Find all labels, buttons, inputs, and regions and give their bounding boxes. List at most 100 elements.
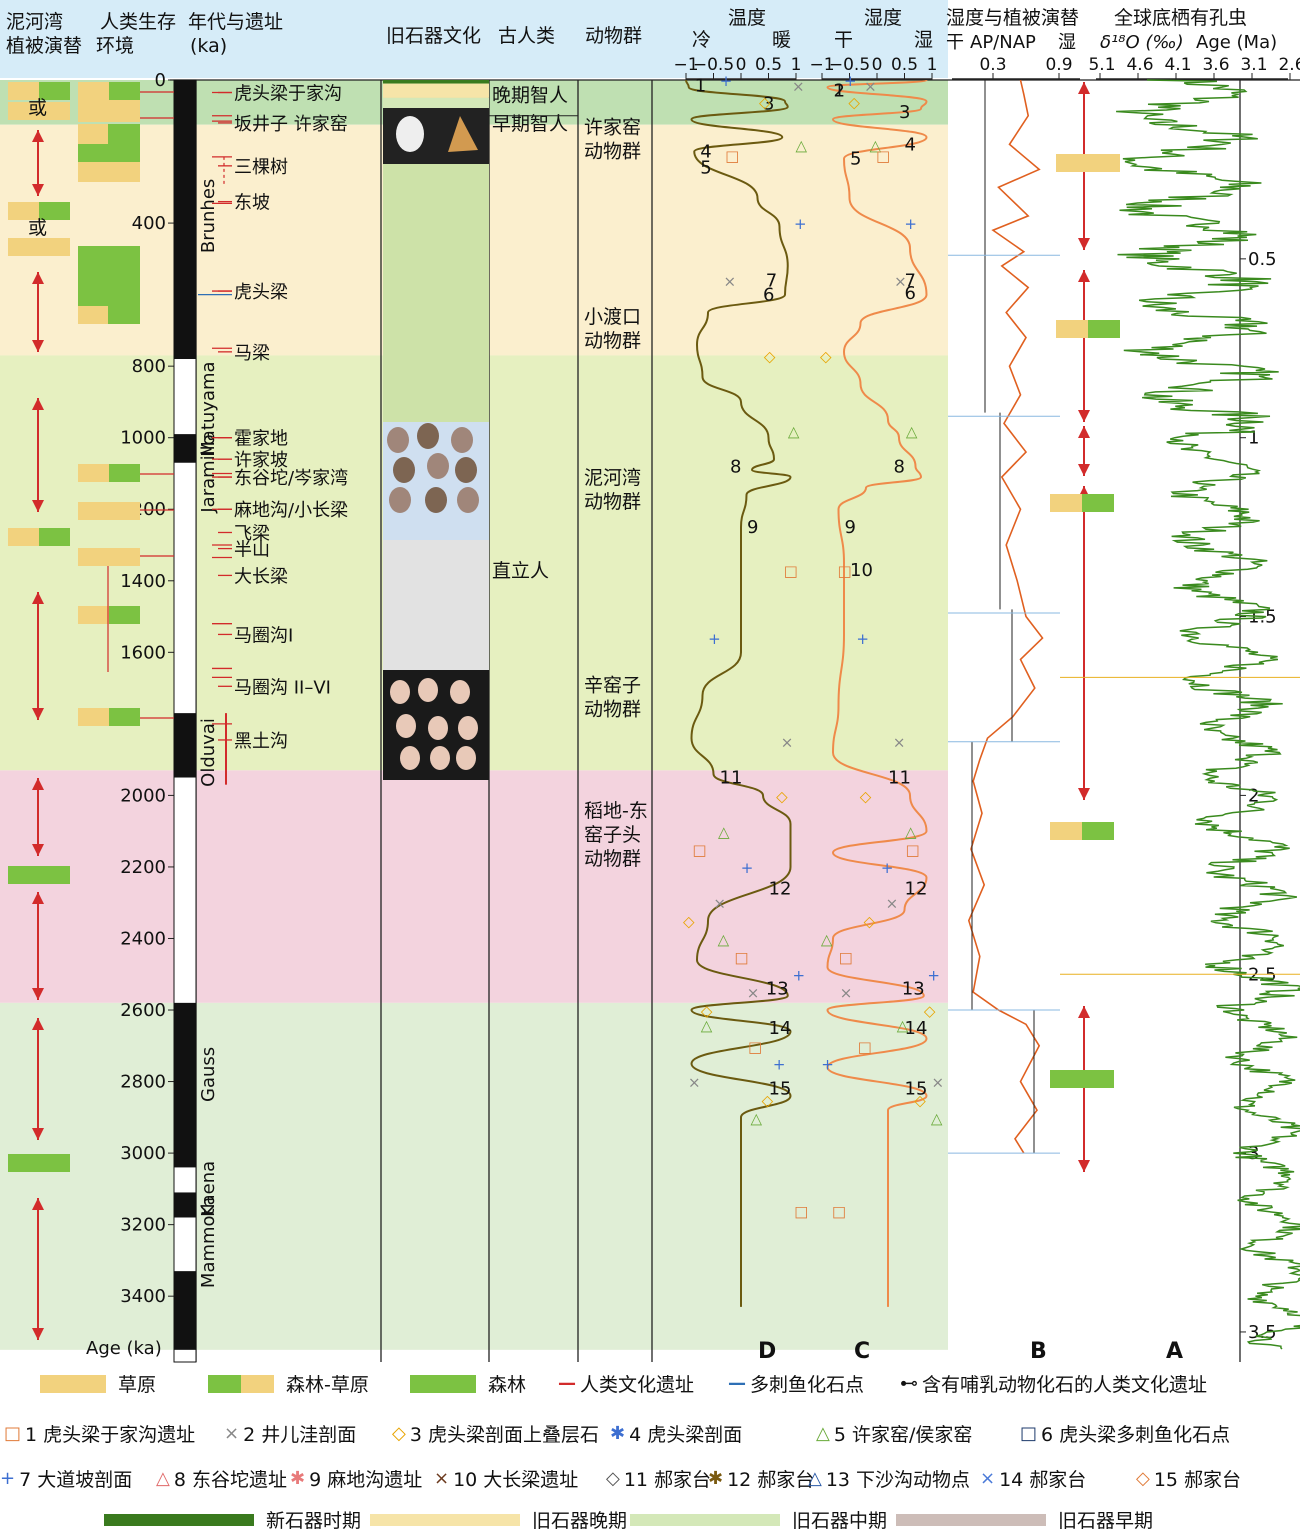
artifact-2-1 [417,423,439,449]
artifact-3-2 [450,680,470,704]
temp-marker-11: × [781,734,794,752]
legend-row2-label-4: 5 许家窑/侯家窑 [833,1424,973,1446]
ma-tick-label-0: 0.5 [1248,249,1277,270]
veg-swatch-2-forest [39,528,70,546]
veg-arrow-7-head-down [32,1128,44,1140]
period-band-right-1 [196,124,948,356]
legend-row3-item-1: △8 东谷坨遗址 [156,1465,287,1492]
hum-marker-11: × [893,734,906,752]
artifact-3-5 [458,716,478,740]
period-band-right-4 [196,1002,948,1350]
temp-curve-label-3: 5 [700,158,711,179]
hum-marker-27: ◇ [914,1091,926,1109]
env-title-2: 环境 [96,35,134,57]
age-tick-label-13: 3200 [120,1215,166,1236]
stickleback-line-icon: — [728,1373,746,1394]
legend-row2-marker-3: ✱ [610,1423,626,1444]
temp-marker-16: × [713,895,726,913]
temp-marker-25: + [773,1056,786,1074]
legend-row3-item-5: ✱12 郝家台 [708,1465,814,1492]
apnap-axis: 0.3 0.9 [952,55,1080,80]
b-swatch-3-grass [1050,822,1082,840]
artifact-2-4 [427,453,449,479]
site-label-7: 许家坡 [234,450,288,471]
b-dry-label: 干 [946,32,964,53]
fauna-label-2-1: 动物群 [584,491,641,513]
legend-row2-marker-1: × [224,1423,240,1444]
temp-marker-4: □ [725,147,739,165]
temp-marker-19: □ [734,948,748,966]
age-tick-label-1: 400 [132,213,166,234]
legend-row2-label-2: 3 虎头梁剖面上叠层石 [409,1424,599,1446]
legend-row3-label-7: 14 郝家台 [999,1469,1087,1491]
env-swatch-3-forest [109,464,140,482]
site-label-12: 大长梁 [234,566,288,587]
legend-row4-label-2: 旧石器中期 [792,1510,888,1532]
legend-row3-marker-6: △ [808,1468,822,1489]
veg-arrow-3-head-down [32,500,44,512]
b-swatch-0 [1056,154,1120,172]
legend-row2-item-2: ◇3 虎头梁剖面上叠层石 [392,1420,599,1447]
polarity-normal-5 [174,1271,196,1350]
temp-marker-3: △ [795,136,807,154]
polarity-normal-4 [174,1192,196,1218]
a-tick-label-3: 3.6 [1202,55,1229,75]
ma-tick-label-3: 2 [1248,785,1259,806]
veg-swatch-4 [8,1154,70,1172]
site-label-4: 虎头梁 [234,282,288,303]
legend-row4-label-1: 旧石器晚期 [532,1510,628,1532]
bone-icon: ⊷ [900,1373,918,1394]
hum-marker-19: □ [839,948,853,966]
age-tick-label-6: 1600 [120,642,166,663]
legend-row3-item-7: ×14 郝家台 [980,1465,1086,1492]
legend-row3-marker-8: ◇ [1136,1468,1150,1489]
env-swatch-5 [78,548,140,566]
a-tick-label-4: 3.1 [1240,55,1267,75]
a-tick-label-0: 5.1 [1088,55,1115,75]
legend-row3-item-0: +7 大道坡剖面 [0,1465,132,1492]
artifact-2-6 [389,487,411,513]
veg-arrow-6-head-up [32,892,44,904]
artifact-3-3 [396,714,416,738]
hominin-label-1: 早期智人 [492,113,568,135]
polarity-normal-1 [174,434,196,463]
neolithic-bar [383,80,489,84]
fauna-label-0-0: 许家窑 [584,117,641,139]
temp-marker-24: □ [748,1038,762,1056]
fauna-label-4-2: 动物群 [584,848,641,870]
late-paleo-bar [383,83,489,98]
b-tick-label-1: 0.9 [1045,55,1072,75]
hum-curve-label-11: 12 [905,878,928,899]
env-swatch-7-forest [109,708,140,726]
veg-swatch-2-grass [8,528,39,546]
legend-row2-label-5: 6 虎头梁多刺鱼化石点 [1041,1424,1231,1446]
temp-marker-14: □ [692,841,706,859]
period-band-left-4 [0,1002,174,1350]
age-tick-label-0: 0 [155,70,166,91]
artifact-2-8 [457,487,479,513]
hum-marker-14: □ [906,841,920,859]
legend-row4-swatch-2 [630,1513,780,1526]
site-label-0: 虎头梁于家沟 [234,84,342,105]
temp-marker-5: + [794,215,807,233]
legend-row3-marker-7: × [980,1468,996,1489]
hum-curve-label-4: 5 [850,149,861,170]
site-label-8: 东谷坨/岑家湾 [234,468,348,489]
legend-row2-item-0: □1 虎头梁于家沟遗址 [4,1420,195,1447]
temp-marker-12: ◇ [776,787,788,805]
temp-curve-label-6: 8 [730,456,741,477]
legend-grassland: 草原 [40,1370,156,1397]
temp-marker-2: ◇ [759,93,771,111]
d18o-curve [1116,79,1300,1350]
age-tick-label-5: 1400 [120,571,166,592]
hum-ticks-label-4: 1 [927,55,938,75]
a-age-label: Age (Ma) [1196,32,1277,53]
site-label-10: 飞梁 [234,523,270,544]
veg-swatch-3 [8,866,70,884]
b-tick-label-0: 0.3 [979,55,1006,75]
legend-forest-label: 森林 [488,1374,527,1396]
hum-marker-24: □ [858,1038,872,1056]
